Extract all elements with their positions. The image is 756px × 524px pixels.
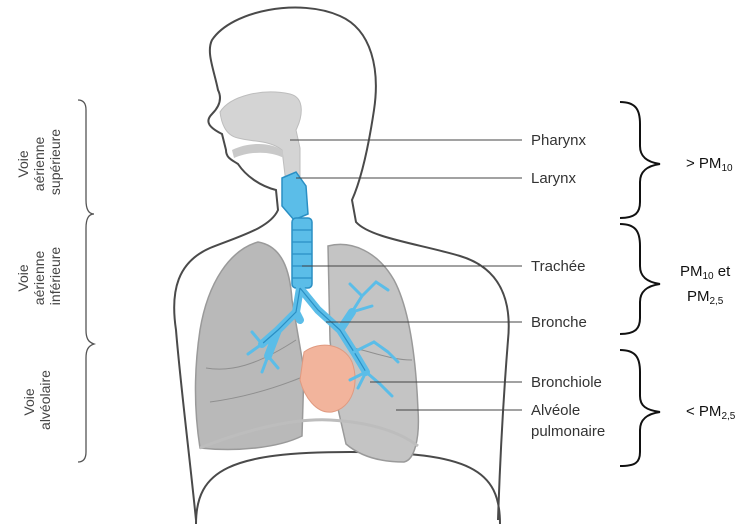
bracket-lower-airway	[86, 228, 94, 358]
belly-outline	[196, 452, 500, 524]
larynx	[282, 172, 308, 220]
bracket-upper-airway	[78, 100, 94, 228]
zone-label-alveolar: Voie alvéolaire	[21, 370, 53, 430]
heart	[300, 345, 355, 412]
label-larynx: Larynx	[531, 170, 577, 187]
bracket-alveolar	[78, 358, 86, 462]
pm-upper: > PM10	[686, 154, 733, 179]
label-bronchus: Bronche	[531, 314, 587, 331]
label-alveolus-line2: pulmonaire	[531, 423, 605, 440]
pm-middle: PM10 et PM2,5	[680, 262, 730, 312]
brace-upper	[620, 102, 660, 218]
pm-middle-line1: PM10 et	[680, 262, 730, 287]
label-alveolus: Alvéole	[531, 402, 580, 419]
brace-middle	[620, 224, 660, 334]
label-trachea: Trachée	[531, 258, 585, 275]
zone-label-lower: Voie aérienne inférieure	[15, 247, 63, 306]
pm-lower: < PM2,5	[686, 402, 735, 427]
label-bronchiole: Bronchiole	[531, 374, 602, 391]
pm-middle-line2: PM2,5	[680, 287, 730, 312]
brace-lower	[620, 350, 660, 466]
zone-label-upper: Voie aérienne supérieure	[15, 129, 63, 195]
label-pharynx: Pharynx	[531, 132, 587, 149]
